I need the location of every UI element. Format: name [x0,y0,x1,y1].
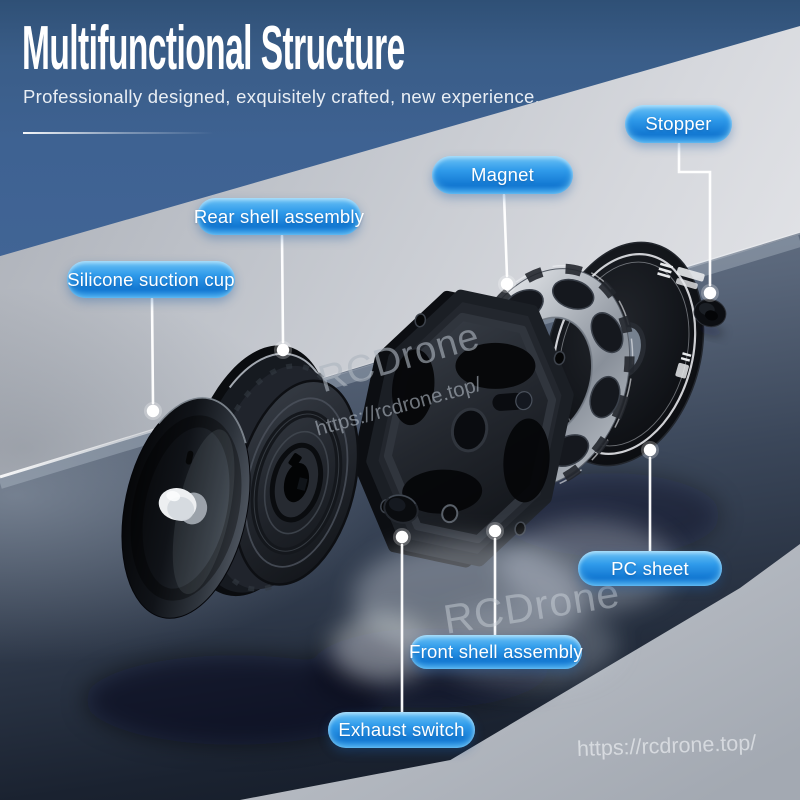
label-pill-front-shell-assembly: Front shell assembly [409,635,583,669]
label-pill-exhaust-switch: Exhaust switch [328,712,475,748]
label-pill-silicone-suction-cup: Silicone suction cup [67,261,235,298]
connector-magnet [502,193,509,278]
label-pill-pc-sheet: PC sheet [578,551,722,586]
rear-shell-key-tab [296,477,308,491]
page-subtitle: Professionally designed, exquisitely cra… [23,86,541,107]
pc-sheet-print-top [657,262,705,290]
suction-cup-part [121,396,251,620]
connector-stopper [677,142,712,287]
label-pill-rear-shell-assembly: Rear shell assembly [194,198,364,235]
stopper-part [693,298,727,337]
front-shell-peg [492,391,533,411]
title-divider [23,132,248,134]
callout-connectors [150,142,712,715]
connector-rear-shell [280,234,285,344]
front-shell-bottom-screw [441,504,459,524]
label-pill-magnet: Magnet [432,156,573,194]
page-title: Multifunctional Structure [22,14,405,83]
suction-cup-slot [185,450,194,465]
callout-dots [144,275,719,546]
label-pill-stopper: Stopper [625,105,732,143]
connector-silicone-suction-cup [150,297,155,405]
exhaust-switch-part [383,494,419,524]
front-shell-cutouts [391,342,550,514]
pc-sheet-print-side [675,352,692,379]
rear-shell-notch [288,453,302,468]
